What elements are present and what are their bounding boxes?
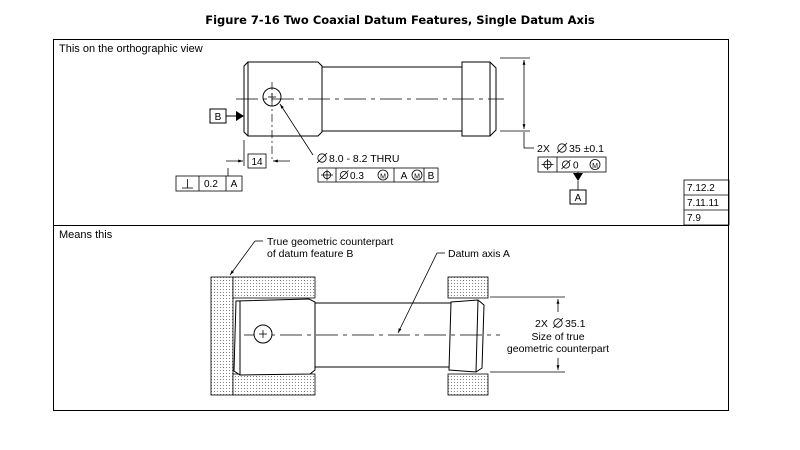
shaft-position-fcf xyxy=(537,156,607,176)
size-dim: 35.1 xyxy=(565,318,586,330)
size-line3: geometric counterpart xyxy=(507,343,609,355)
perpendicularity-fcf xyxy=(175,168,243,192)
gauge-b-bottom xyxy=(232,373,316,396)
reference-2: 7.11.11 xyxy=(687,198,719,209)
datum-a-letter: A xyxy=(575,193,582,204)
datum-b-letter: B xyxy=(215,112,222,123)
datum-a-symbol xyxy=(569,173,587,205)
hole-position-fcf xyxy=(317,167,439,183)
hole-fcf-datum-a: A xyxy=(401,171,408,182)
dim-14-text: 14 xyxy=(251,157,263,168)
shaft-spec-2x: 2X xyxy=(537,143,550,155)
shaft-diameter-dim xyxy=(500,57,534,149)
note-b-line2: of datum feature B xyxy=(267,248,353,260)
gauge-b-top xyxy=(232,276,316,299)
note-axis-a: Datum axis A xyxy=(448,248,510,260)
hole-fcf-datum-b: B xyxy=(428,171,435,182)
svg-text:M: M xyxy=(592,163,598,170)
reference-3: 7.9 xyxy=(687,213,701,224)
gauge-a-bottom xyxy=(447,373,489,396)
top-panel-caption: This on the orthographic view xyxy=(59,43,203,55)
bottom-right-cylinder xyxy=(448,299,485,373)
bottom-leaders xyxy=(229,240,565,373)
dim-14-lines xyxy=(226,140,290,169)
left-cylinder xyxy=(243,61,323,137)
reference-1: 7.12.2 xyxy=(687,183,715,194)
panel-divider xyxy=(53,225,729,226)
gauge-a-top xyxy=(447,276,489,299)
size-2x: 2X xyxy=(535,318,548,330)
shaft-fcf-tolerance: 0 xyxy=(573,161,579,172)
datum-b-symbol xyxy=(209,108,244,124)
shaft-diameter-symbol xyxy=(556,142,568,154)
gauge-end-plate xyxy=(210,276,234,396)
shaft-dim-text: 35 ±0.1 xyxy=(569,143,604,155)
gauge-blocks xyxy=(210,276,489,396)
size-diameter-symbol xyxy=(552,317,564,329)
hole-leader xyxy=(279,103,314,156)
hole-fcf-datum-a-mmc: M xyxy=(414,174,420,181)
figure-title: Figure 7-16 Two Coaxial Datum Features, … xyxy=(205,13,595,27)
note-b-line1: True geometric counterpart xyxy=(267,236,393,248)
top-part-view xyxy=(236,61,504,160)
reference-table xyxy=(683,179,730,226)
hole-spec-text: 8.0 - 8.2 THRU xyxy=(329,153,399,165)
bottom-panel-caption: Means this xyxy=(59,229,113,241)
bottom-left-cylinder xyxy=(233,298,316,376)
size-line2: Size of true xyxy=(531,331,584,343)
hole-fcf-mmc: M xyxy=(380,174,386,181)
bottom-part-view xyxy=(233,298,500,376)
perp-fcf-tolerance: 0.2 xyxy=(204,179,218,190)
perp-fcf-datum: A xyxy=(231,179,238,190)
hole-spec-callout: 8.0 - 8.2 THRU xyxy=(316,152,399,165)
hole-fcf-tolerance: 0.3 xyxy=(350,171,364,182)
